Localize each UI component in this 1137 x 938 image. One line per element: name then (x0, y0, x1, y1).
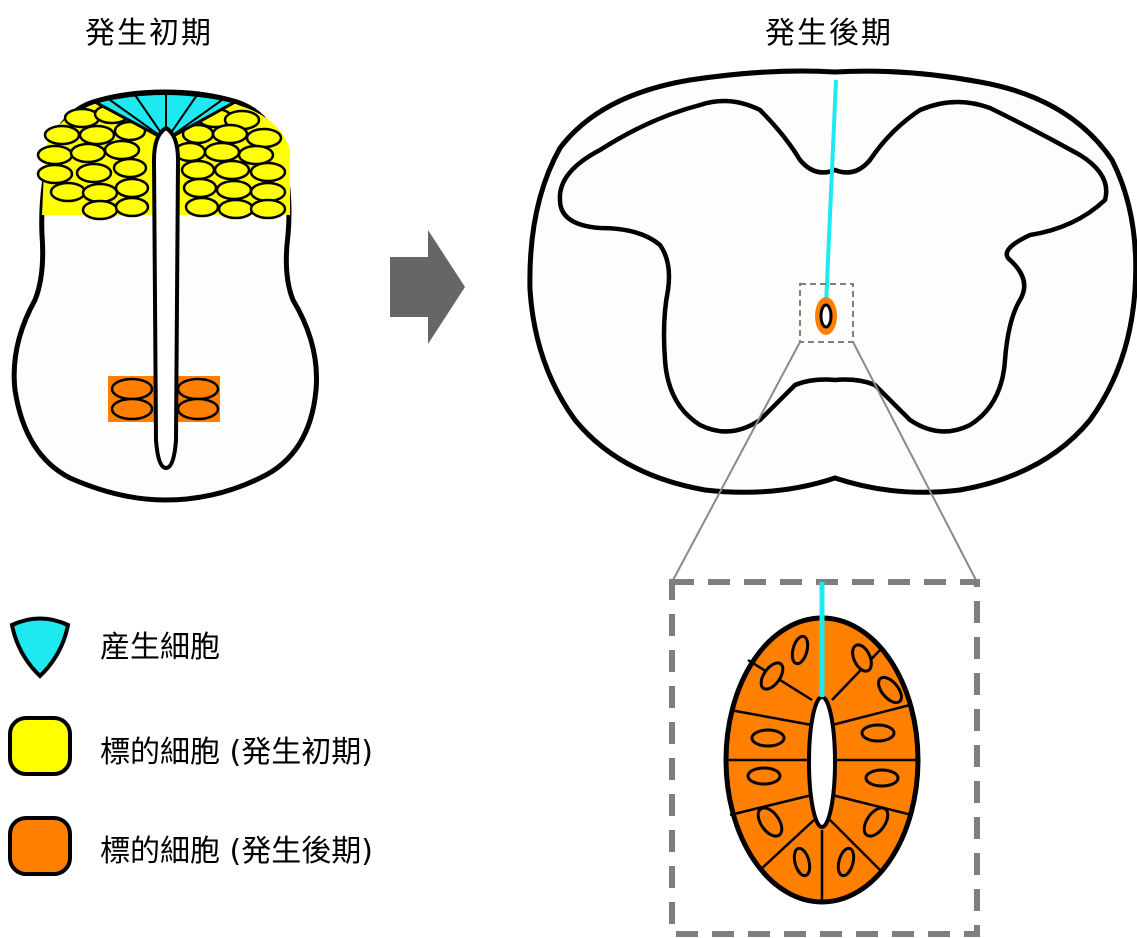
legend-swatches (10, 619, 70, 875)
legend-label-late-target: 標的細胞 (発生後期) (100, 826, 373, 870)
legend-late-target-swatch (10, 818, 70, 874)
zoom-inset (672, 582, 977, 934)
stage-arrow (390, 230, 465, 344)
title-late-stage: 発生後期 (765, 8, 893, 52)
late-spinal-cord (530, 71, 1136, 492)
late-central-canal (821, 305, 831, 327)
title-early-stage: 発生初期 (85, 8, 213, 52)
legend-producer-swatch (12, 619, 68, 677)
legend-label-early-target: 標的細胞 (発生初期) (100, 727, 373, 771)
early-neural-tube (14, 92, 316, 500)
legend-label-producer: 産生細胞 (100, 622, 220, 666)
legend-early-target-swatch (10, 718, 70, 774)
inset-central-canal (809, 697, 835, 827)
early-central-canal (154, 128, 178, 468)
